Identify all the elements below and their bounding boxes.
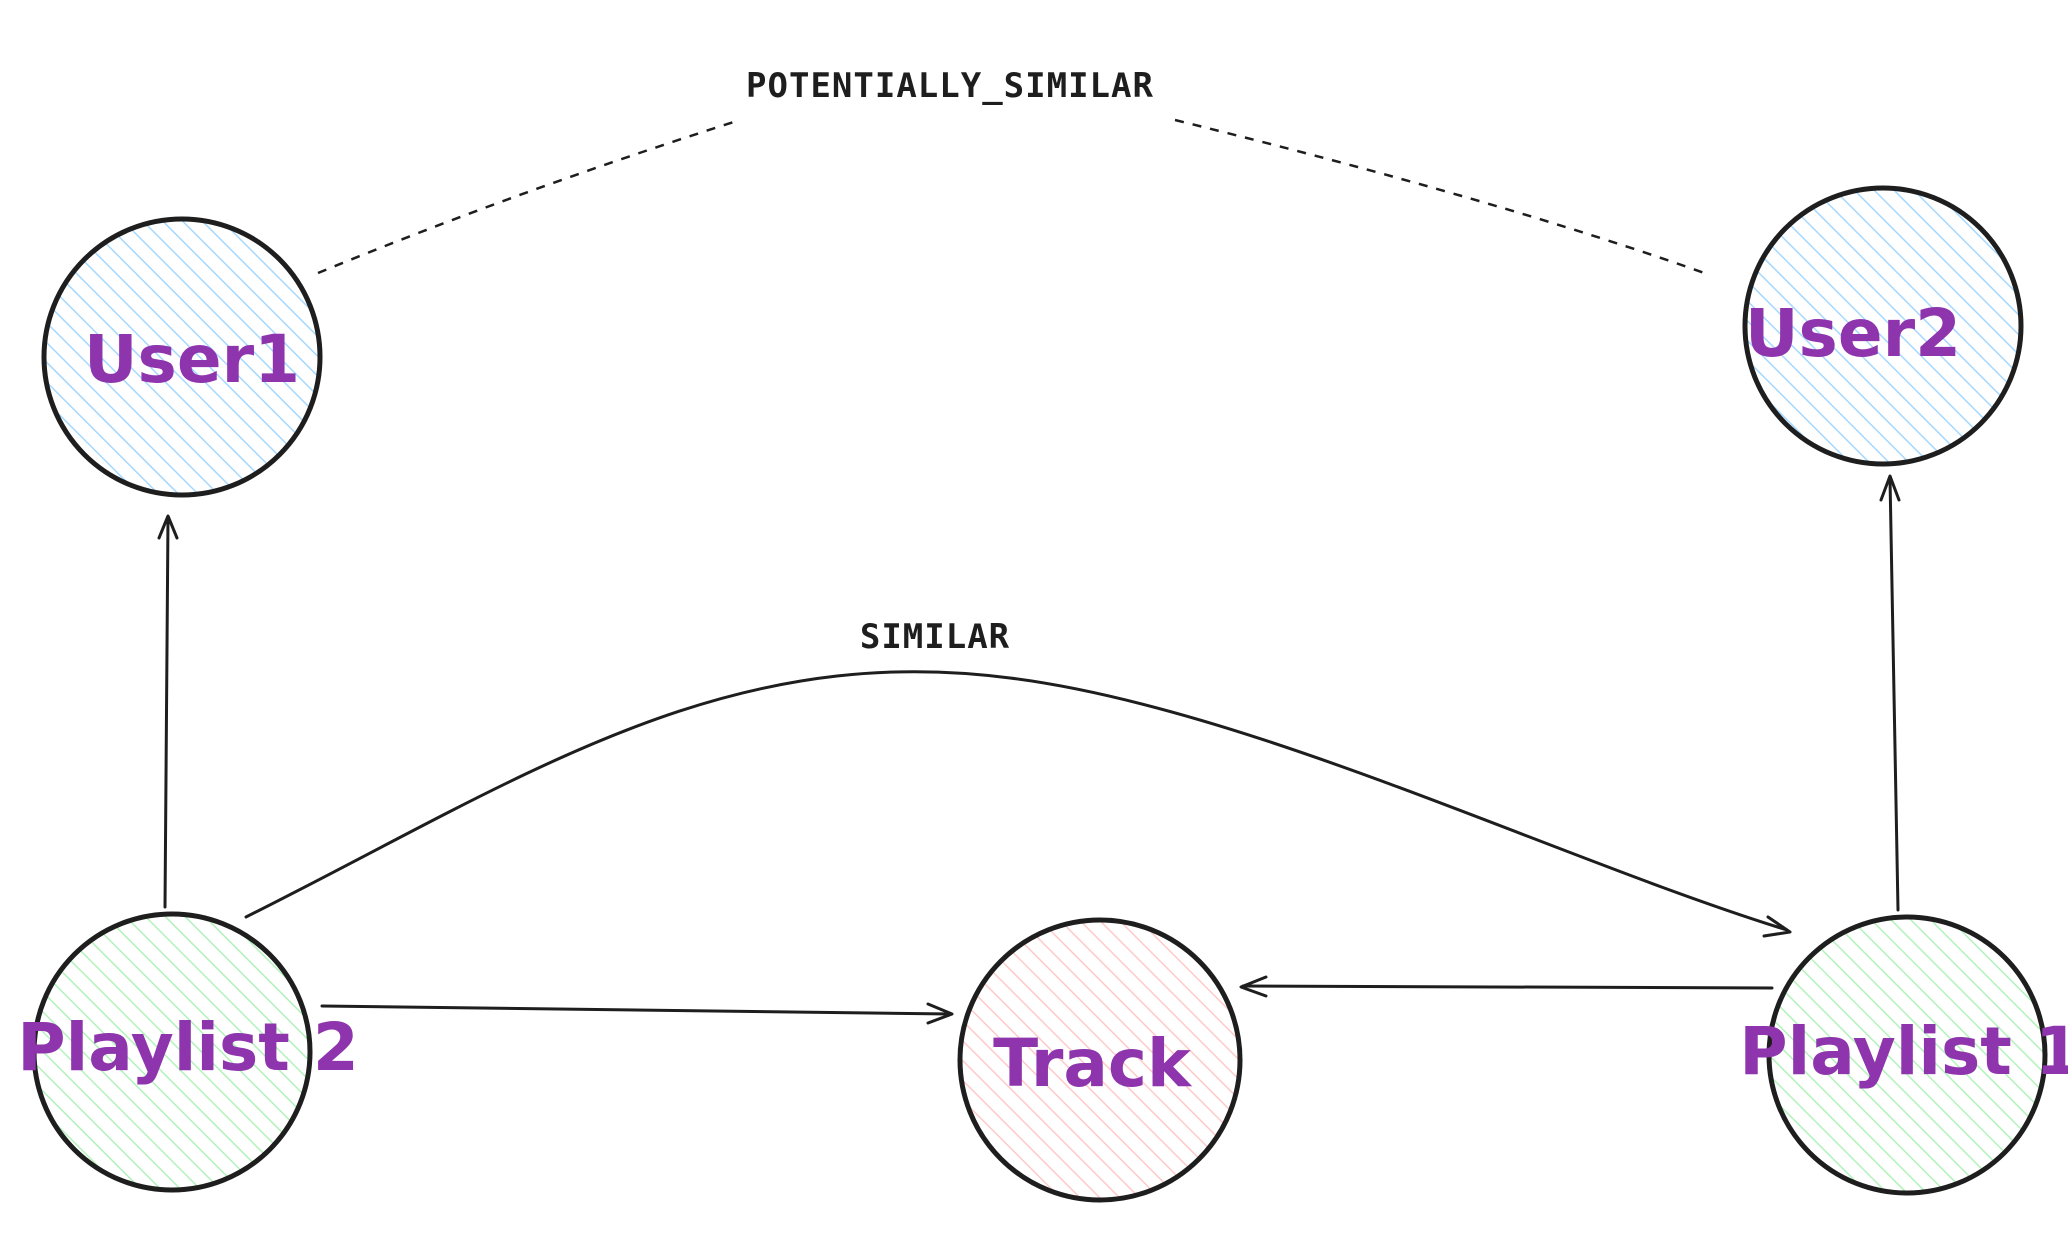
node-track-label: Track [993,1025,1193,1102]
node-playlist1[interactable]: Playlist 1 [1739,914,2068,1196]
node-playlist1-label: Playlist 1 [1739,1013,2068,1090]
edge-playlist1-track-line [1241,984,1774,990]
node-user2-circle [1742,185,2024,467]
edge-playlist1-user2-line [1888,476,1900,912]
node-playlist2-label: Playlist 2 [17,1009,359,1086]
edge-potentially-similar[interactable]: POTENTIALLY_SIMILAR [317,66,1711,277]
node-user1[interactable]: User1 [41,216,323,498]
edge-playlist2-track-line [320,1004,952,1016]
node-playlist2[interactable]: Playlist 2 [17,911,359,1193]
edge-playlist2-track[interactable] [320,1002,954,1025]
edge-playlist1-track[interactable] [1239,975,1774,998]
edge-playlist2-user1-arrowhead [157,514,179,540]
edge-similar-arrowhead [1762,915,1792,938]
node-user2[interactable]: User2 [1742,185,2024,467]
edges: POTENTIALLY_SIMILAR SIMILAR [157,66,1901,1025]
node-user2-label: User2 [1745,295,1961,372]
node-user1-label: User1 [84,321,300,398]
edge-playlist2-user1[interactable] [157,514,179,909]
node-track-circle [957,917,1243,1203]
edge-similar-curve [244,670,1789,932]
edge-label-potentially-similar: POTENTIALLY_SIMILAR [746,66,1154,106]
edge-label-similar: SIMILAR [860,617,1010,657]
edge-potentially-similar-left-segment [317,118,741,275]
edge-similar[interactable]: SIMILAR [244,617,1792,938]
node-user1-circle [41,216,323,498]
edge-playlist1-track-arrowhead [1239,975,1268,998]
node-playlist2-circle [31,911,313,1193]
nodes: User1 User2 Playlist 2 Track Playlist 1 [17,185,2068,1203]
edge-playlist2-user1-line [163,516,170,909]
edge-playlist2-track-arrowhead [926,1002,954,1025]
edge-playlist1-user2[interactable] [1879,474,1901,912]
node-track[interactable]: Track [957,917,1243,1203]
edge-potentially-similar-right-segment [1174,118,1711,277]
node-playlist1-circle [1766,914,2048,1196]
edge-playlist1-user2-arrowhead [1879,474,1901,502]
